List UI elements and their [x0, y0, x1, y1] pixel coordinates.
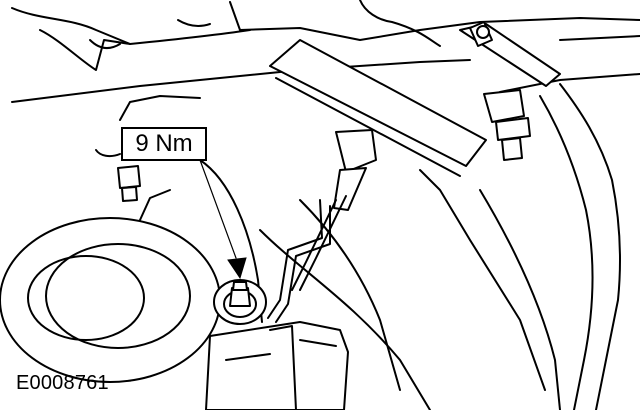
figure-reference-code: E0008761	[16, 372, 109, 394]
round-component	[0, 217, 221, 383]
torque-bolt	[213, 279, 267, 325]
torque-value: 9 Nm	[135, 130, 193, 157]
torque-spec-label: 9 Nm	[121, 127, 207, 161]
dipstick	[269, 39, 487, 291]
engine-background-lines	[11, 0, 640, 411]
left-stud	[117, 165, 141, 202]
right-fitting	[483, 89, 531, 161]
torque-leader	[199, 159, 247, 280]
mounting-bracket	[267, 21, 561, 323]
electrical-connector	[205, 321, 349, 411]
